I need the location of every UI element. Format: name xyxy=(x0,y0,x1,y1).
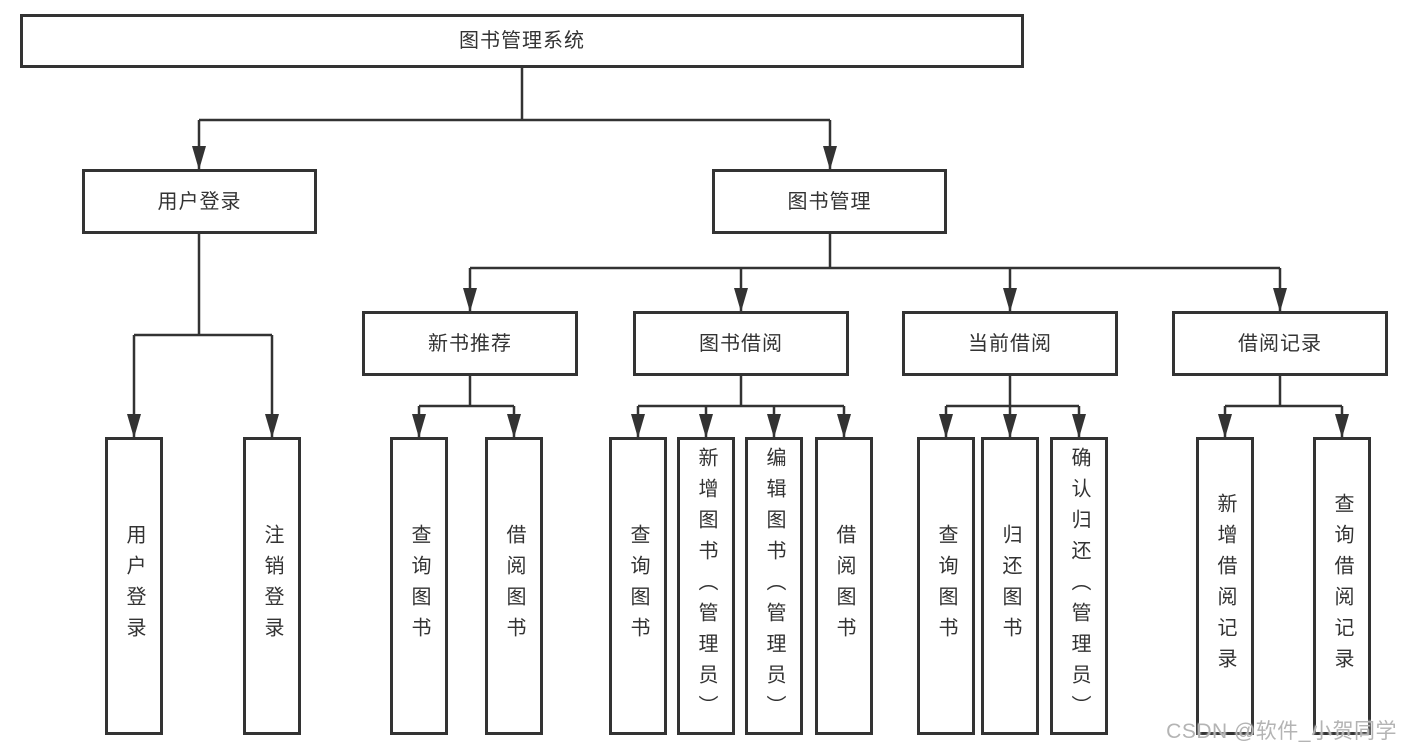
leaf-edit-book-admin: 编辑图书（管理员） xyxy=(745,437,803,735)
leaf-user-login-label: 用户登录 xyxy=(123,524,145,648)
csdn-watermark: CSDN @软件_小贺同学 xyxy=(1166,720,1397,743)
node-current-borrowing: 当前借阅 xyxy=(902,311,1118,376)
leaf-add-borrow-record: 新增借阅记录 xyxy=(1196,437,1254,735)
leaf-borrow-books-recommend-label: 借阅图书 xyxy=(503,524,525,648)
leaf-confirm-return-admin-label: 确认归还（管理员） xyxy=(1068,446,1090,726)
leaf-add-book-admin-label: 新增图书（管理员） xyxy=(695,446,717,726)
leaf-logout-label: 注销登录 xyxy=(261,524,283,648)
leaf-edit-book-admin-label: 编辑图书（管理员） xyxy=(763,446,785,726)
leaf-query-books-borrowing-label: 查询图书 xyxy=(627,524,649,648)
leaf-add-book-admin: 新增图书（管理员） xyxy=(677,437,735,735)
leaf-return-books: 归还图书 xyxy=(981,437,1039,735)
leaf-borrow-books-borrowing: 借阅图书 xyxy=(815,437,873,735)
leaf-add-borrow-record-label: 新增借阅记录 xyxy=(1214,493,1236,679)
leaf-user-login: 用户登录 xyxy=(105,437,163,735)
leaf-borrow-books-recommend: 借阅图书 xyxy=(485,437,543,735)
leaf-query-books-recommend: 查询图书 xyxy=(390,437,448,735)
leaf-return-books-label: 归还图书 xyxy=(999,524,1021,648)
node-borrowing-records: 借阅记录 xyxy=(1172,311,1388,376)
leaf-query-books-current-label: 查询图书 xyxy=(935,524,957,648)
leaf-query-borrow-record: 查询借阅记录 xyxy=(1313,437,1371,735)
leaf-query-books-borrowing: 查询图书 xyxy=(609,437,667,735)
node-book-borrowing: 图书借阅 xyxy=(633,311,849,376)
leaf-query-borrow-record-label: 查询借阅记录 xyxy=(1331,493,1353,679)
node-library-management-system: 图书管理系统 xyxy=(20,14,1024,68)
node-new-book-recommendation: 新书推荐 xyxy=(362,311,578,376)
leaf-logout: 注销登录 xyxy=(243,437,301,735)
node-user-login: 用户登录 xyxy=(82,169,317,234)
leaf-borrow-books-borrowing-label: 借阅图书 xyxy=(833,524,855,648)
node-book-management: 图书管理 xyxy=(712,169,947,234)
leaf-query-books-recommend-label: 查询图书 xyxy=(408,524,430,648)
leaf-query-books-current: 查询图书 xyxy=(917,437,975,735)
leaf-confirm-return-admin: 确认归还（管理员） xyxy=(1050,437,1108,735)
